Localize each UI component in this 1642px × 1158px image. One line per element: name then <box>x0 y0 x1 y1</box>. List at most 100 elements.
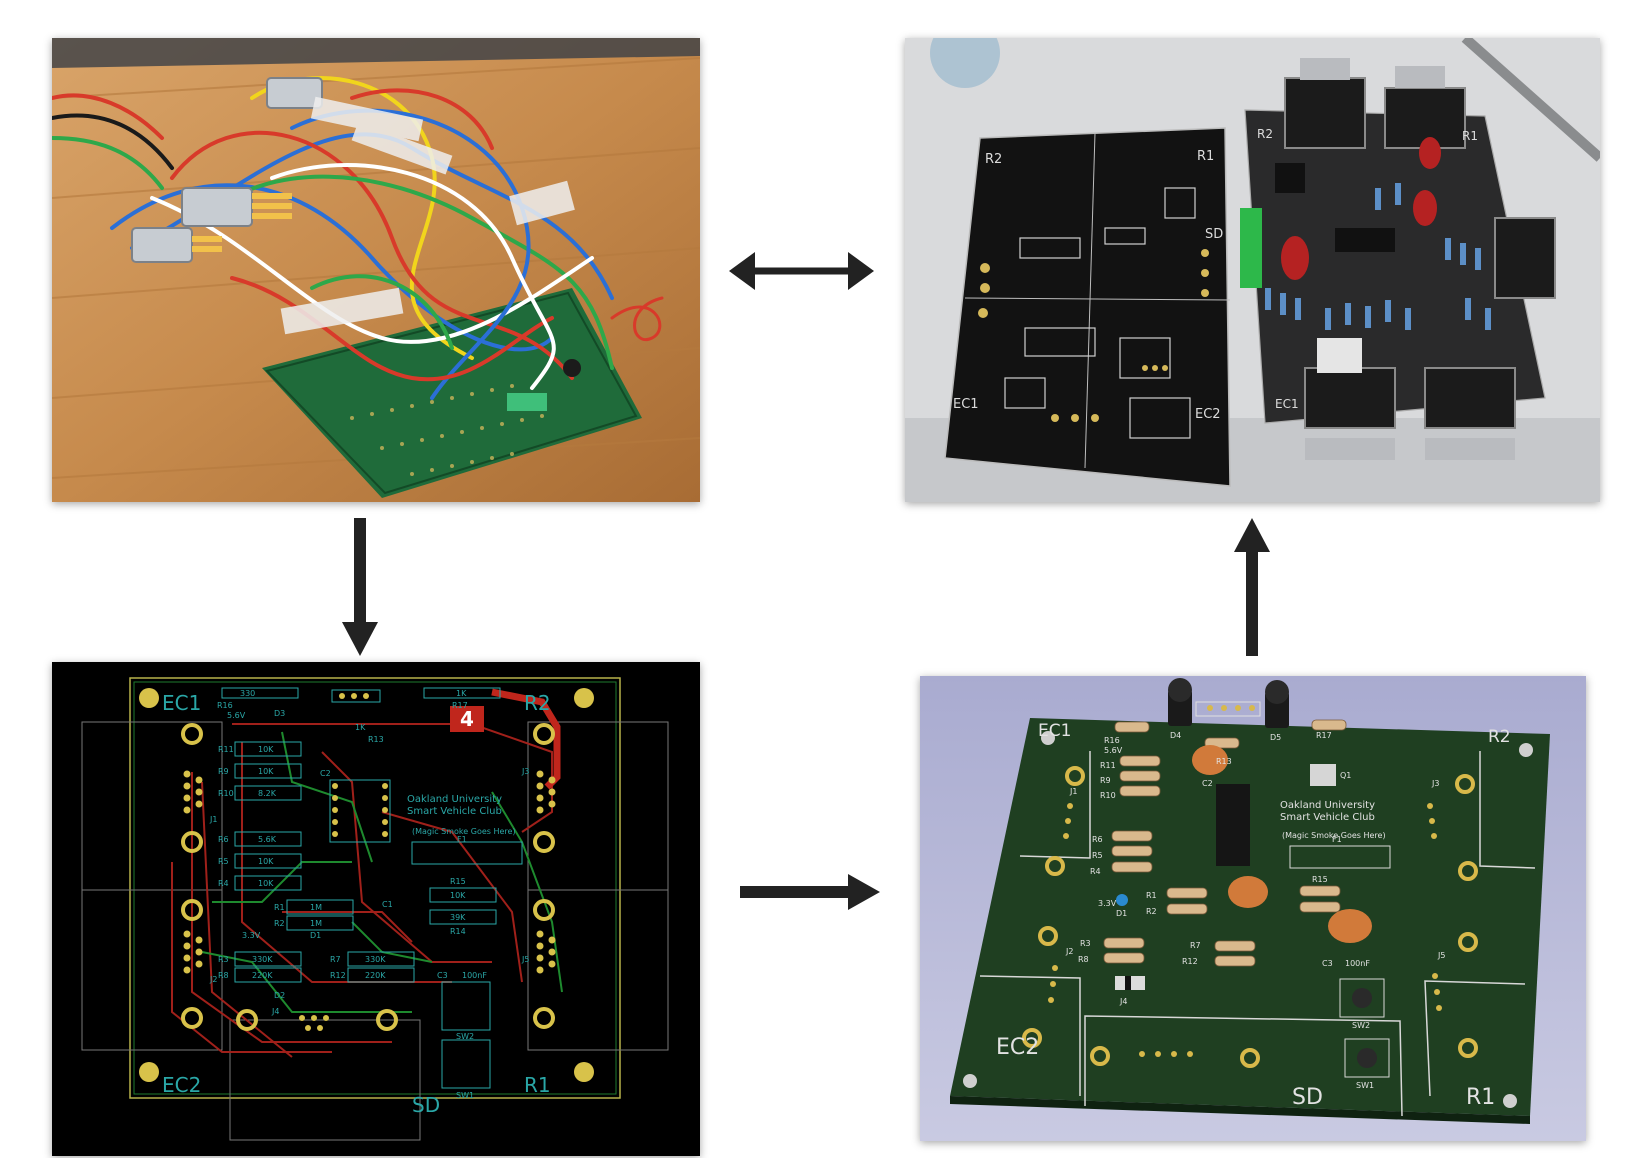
bare-board-label: EC2 <box>1195 407 1221 422</box>
layer-badge <box>450 706 484 732</box>
pcb-resistor-value: 10K <box>258 879 274 888</box>
pcb-resistor-ref: R3 <box>218 955 229 964</box>
pcb-resistor-ref: R4 <box>218 879 229 888</box>
render-ref: R7 <box>1190 941 1201 950</box>
render-ref: R2 <box>1146 907 1157 916</box>
bidirectional-arrow-icon <box>729 248 874 294</box>
pcb-resistor-ref: R13 <box>368 735 384 744</box>
pcb-resistor-value: 5.6K <box>258 835 277 844</box>
pcb-resistor-value: 8.2K <box>258 789 277 798</box>
render-ref: C2 <box>1202 779 1213 788</box>
render-ref: D1 <box>1116 909 1127 918</box>
fabricated-boards-photo: R2 R1 EC1 EC2 SD <box>905 38 1600 502</box>
pcb-resistor-value: 1M <box>310 919 322 928</box>
pcb-label-ec1: EC1 <box>162 691 201 715</box>
render-ref: R16 <box>1104 736 1120 745</box>
bare-board-label: R1 <box>1197 149 1214 164</box>
pcb-resistor-value: 330 <box>240 689 255 698</box>
render-ref: 3.3V <box>1098 899 1117 908</box>
pcb-label-d2: D2 <box>274 991 285 1000</box>
bare-board-label: R2 <box>985 152 1002 167</box>
render-ref: R4 <box>1090 867 1101 876</box>
render-magic-smoke: (Magic Smoke Goes Here) <box>1282 831 1386 840</box>
pcb-label-c3: C3 <box>437 971 448 980</box>
pcb-resistor-ref: R11 <box>218 745 234 754</box>
pcb-resistor-ref: R15 <box>450 877 466 886</box>
render-ref: Q1 <box>1340 771 1351 780</box>
pcb-resistor-value: 330K <box>252 955 273 964</box>
pcb-resistor-value: 1M <box>310 903 322 912</box>
bare-board: R2 R1 EC1 EC2 SD <box>944 127 1231 487</box>
render-ref: D4 <box>1170 731 1181 740</box>
pcb-resistor-value: 10K <box>258 745 274 754</box>
assembled-board-label: R2 <box>1257 127 1273 141</box>
prototype-photo-panel <box>52 38 700 502</box>
render-ref: J2 <box>1065 947 1073 956</box>
pcb-render-panel: EC1 EC2 R2 R1 SD Oakland University Smar… <box>920 676 1586 1141</box>
render-ref: R15 <box>1312 875 1328 884</box>
pcb-resistor-ref: R8 <box>218 971 229 980</box>
pcb-resistor-value: 220K <box>365 971 386 980</box>
pcb-resistor-value: 220K <box>252 971 273 980</box>
pcb-label-c1: C1 <box>382 900 393 909</box>
pcb-label-v33: 3.3V <box>242 931 261 940</box>
pcb-label-ec2: EC2 <box>162 1073 201 1097</box>
pcb-resistor-value: 10K <box>258 857 274 866</box>
pcb-label-j5: J5 <box>521 955 529 964</box>
ir-sensor <box>1168 678 1289 728</box>
prototype-photo <box>52 38 700 502</box>
render-ref: SW1 <box>1356 1081 1374 1090</box>
pcb-label-r2: R2 <box>524 691 551 715</box>
pcb-layout-panel: 4 <box>52 662 700 1156</box>
pcb-resistor-ref: R7 <box>330 955 341 964</box>
pcb-label-j3: J3 <box>521 767 529 776</box>
pcb-label-f1: F1 <box>457 835 467 844</box>
pcb-label-v56: 5.6V <box>227 711 246 720</box>
render-label-r1: R1 <box>1466 1085 1495 1110</box>
layer-badge-number: 4 <box>460 707 474 731</box>
render-ref: R8 <box>1078 955 1089 964</box>
render-label-r2: R2 <box>1488 727 1511 747</box>
pcb-resistor-ref: R17 <box>452 701 468 710</box>
pcb-resistor-ref: R16 <box>217 701 233 710</box>
right-arrow-icon <box>740 872 880 912</box>
pcb-resistor-value: 39K <box>450 913 466 922</box>
pcb-resistor-value: 10K <box>450 891 466 900</box>
pcb-render: EC1 EC2 R2 R1 SD Oakland University Smar… <box>920 676 1586 1141</box>
assembled-board-label: EC1 <box>1275 397 1299 411</box>
render-ref: R12 <box>1182 957 1198 966</box>
render-club-name: Smart Vehicle Club <box>1280 812 1375 823</box>
render-ref: F1 <box>1332 835 1342 844</box>
board-outline <box>129 677 621 1099</box>
render-club-name: Oakland University <box>1280 800 1375 811</box>
pcb-resistor-value: 330K <box>365 955 386 964</box>
pcb-label-r1: R1 <box>524 1073 551 1097</box>
render-ref: J1 <box>1069 787 1077 796</box>
assembled-board: R2 R1 EC1 <box>1240 58 1556 460</box>
pcb-resistor-ref: R6 <box>218 835 229 844</box>
render-ref: J4 <box>1119 997 1127 1006</box>
pcb-club-name: Smart Vehicle Club <box>407 806 502 817</box>
render-ref: R13 <box>1216 757 1232 766</box>
pcb-label-j1: J1 <box>209 815 217 824</box>
ic-chip <box>1216 784 1250 866</box>
render-ref: J5 <box>1437 951 1445 960</box>
pcb-club-name: Oakland University <box>407 794 502 805</box>
pcb-label-d3: D3 <box>274 709 285 718</box>
pcb-resistor-ref: R12 <box>330 971 346 980</box>
render-ref: R6 <box>1092 835 1103 844</box>
fabricated-boards-panel: R2 R1 EC1 EC2 SD <box>905 38 1600 502</box>
render-ref: R1 <box>1146 891 1157 900</box>
pcb-resistor-ref: R14 <box>450 927 466 936</box>
down-arrow-icon <box>340 518 380 656</box>
bare-board-label: SD <box>1205 227 1223 242</box>
render-ref: R10 <box>1100 791 1116 800</box>
pcb-label-d1: D1 <box>310 931 321 940</box>
render-ref: R11 <box>1100 761 1116 770</box>
pcb-layout: 4 <box>52 662 700 1156</box>
render-ref: 100nF <box>1345 959 1370 968</box>
pcb-label-c3-value: 100nF <box>462 971 487 980</box>
render-ref: D5 <box>1270 733 1281 742</box>
pcb-label-sw1: SW1 <box>456 1091 474 1100</box>
render-label-ec2: EC2 <box>996 1035 1039 1060</box>
